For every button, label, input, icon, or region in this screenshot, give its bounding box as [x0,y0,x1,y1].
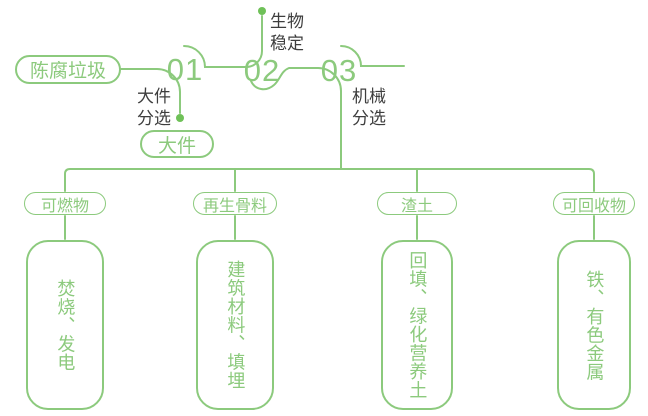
step-label-bulky-sorting: 大件分选 [137,86,171,130]
step-label-line: 机械 [352,87,386,106]
result-box-building-materials: 建筑材料、填埋 [196,240,274,410]
line-step02-to-step03-and-down [250,67,342,170]
branch-pill-recyclables: 可回收物 [553,192,635,215]
branch-pill-combustibles: 可燃物 [24,192,106,215]
step-number-02: 02 [243,53,281,88]
line-step03-out [340,45,405,67]
byproduct-label: 大件 [157,135,196,157]
step-label-line: 分选 [137,109,171,128]
result-box-incineration: 焚烧、发电 [26,240,104,410]
result-box-metals: 铁、有色金属 [557,240,631,410]
byproduct-pill-large-items: 大件 [140,130,214,158]
step-label-line: 分选 [352,109,386,128]
branch-pill-recycled-aggregate: 再生骨料 [193,192,277,215]
step-label-mechanical-sorting: 机械分选 [352,86,386,130]
result-text: 回填、绿化营养土 [407,251,428,399]
step-label-line: 大件 [137,87,171,106]
result-box-backfill: 回填、绿化营养土 [381,240,453,410]
branch-pill-residue-soil: 渣土 [377,192,457,215]
branch-bracket [64,168,595,192]
branch-category-label: 渣土 [400,197,433,215]
step-label-bio-stabilize: 生物稳定 [270,11,304,55]
line-source-to-step01-drop [120,68,181,114]
connector-dot-bio-stabilize [258,7,266,15]
branch-category-label: 可燃物 [40,197,89,215]
branch-category-label: 可回收物 [561,197,626,215]
connector-dot-large-items [176,114,184,122]
result-text: 铁、有色金属 [584,269,605,381]
step-number-01: 01 [166,52,204,87]
result-text: 建筑材料、填埋 [225,260,246,390]
line-step01-to-step02 [183,15,263,68]
result-text: 焚烧、发电 [55,278,76,372]
source-label: 陈腐垃圾 [29,61,106,82]
source-pill: 陈腐垃圾 [15,55,121,84]
step-number-03: 03 [320,53,358,88]
step-label-line: 生物 [270,12,304,31]
step-label-line: 稳定 [270,34,304,53]
branch-category-label: 再生骨料 [202,197,267,215]
